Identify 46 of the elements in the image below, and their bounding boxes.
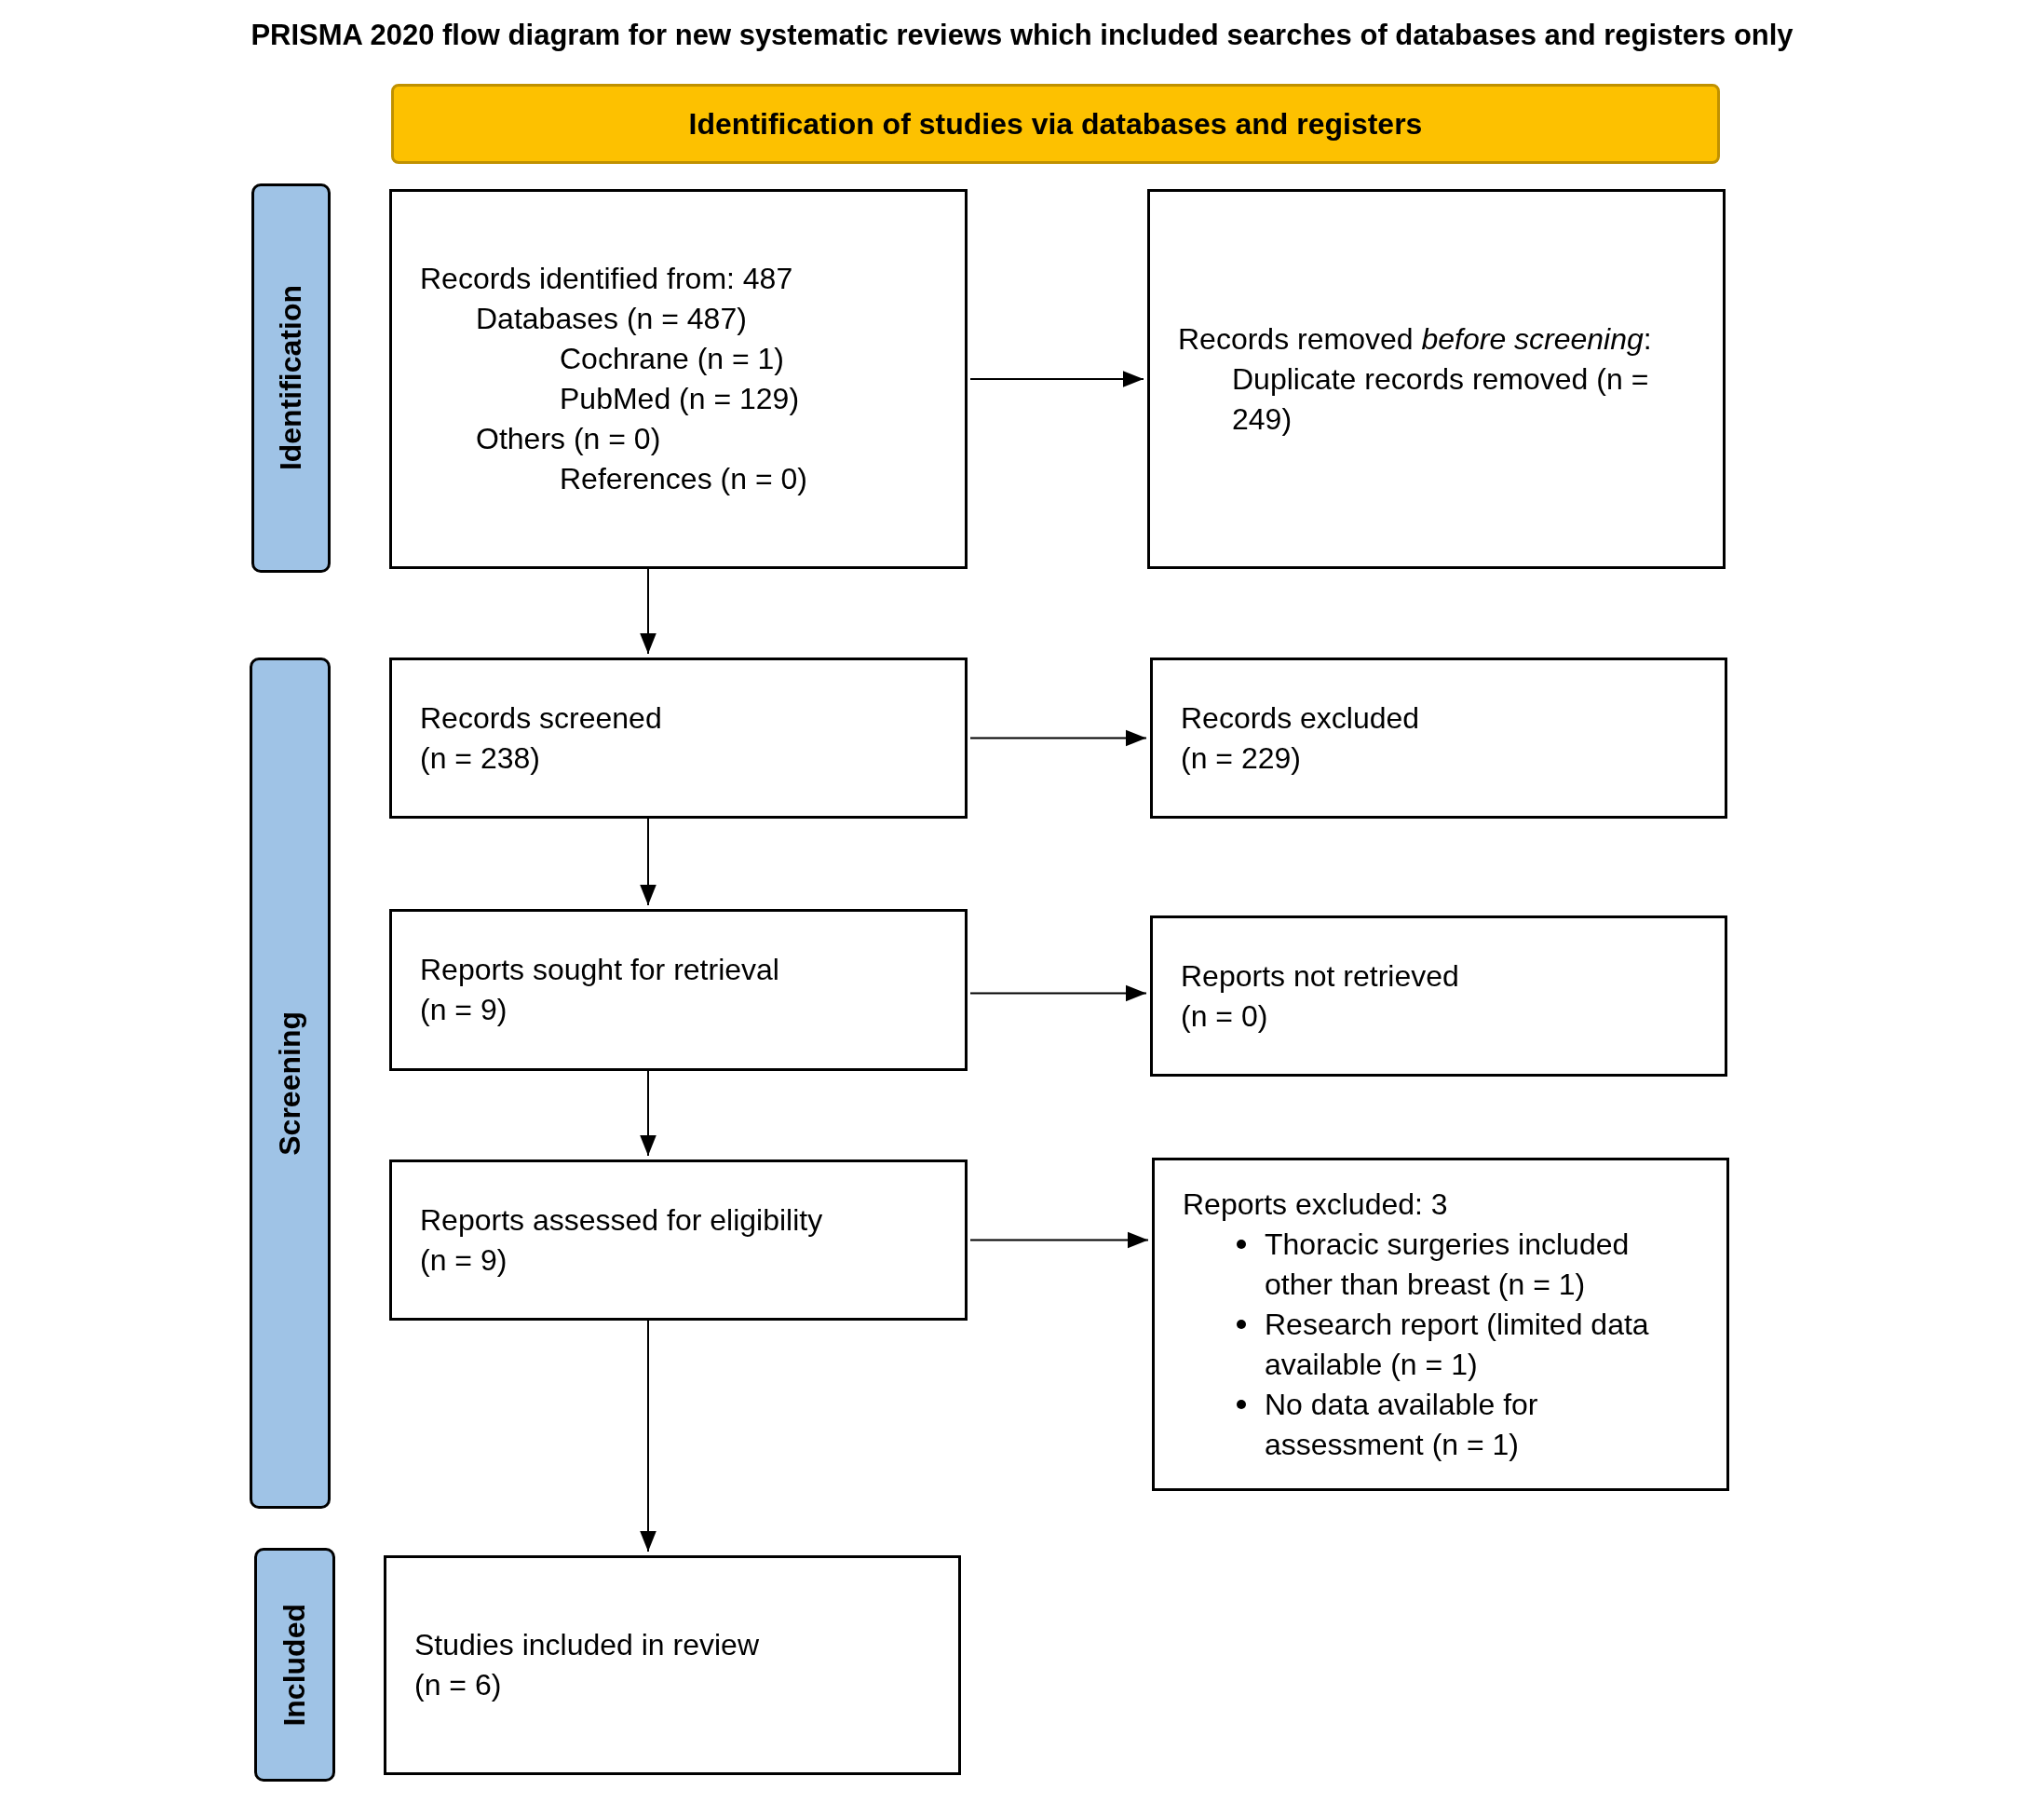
arrow (640, 1320, 657, 1553)
process-box (1147, 189, 1726, 569)
process-box (389, 189, 968, 569)
phase-bar: Screening (250, 658, 331, 1509)
diagram-title: PRISMA 2020 flow diagram for new systematic reviews which included searches of databases and registers only (250, 19, 1794, 52)
box-text: (n = 229) (1181, 739, 1302, 777)
bullet-item: Research report (limited data available (n = 1) (1183, 1304, 1699, 1385)
process-box (1150, 658, 1727, 819)
arrow (969, 729, 1147, 747)
box-text: References (n = 0) (559, 461, 808, 497)
box-text: Databases (n = 487) (475, 301, 748, 337)
process-box (384, 1555, 961, 1775)
phase-bar: Included (254, 1548, 335, 1782)
arrow (969, 371, 1144, 387)
box-text: (n = 238) (420, 739, 541, 777)
bullet-item: No data available for assessment (n = 1) (1183, 1384, 1699, 1465)
process-box (1150, 915, 1727, 1077)
arrow (640, 1070, 657, 1157)
bullet-item: Thoracic surgeries included other than breast (n = 1) (1183, 1224, 1699, 1305)
box-text: (n = 6) (414, 1667, 503, 1703)
box-text: Records removed before screening: (1178, 320, 1653, 358)
box-text: Records identified from: 487 (420, 261, 794, 297)
box-text: Reports excluded: 3 (1183, 1186, 1449, 1223)
process-box (389, 1159, 968, 1321)
arrow (969, 1231, 1149, 1249)
box-text: Reports not retrieved (1181, 957, 1460, 995)
process-box (389, 909, 968, 1071)
phase-bar: Identification (251, 183, 331, 573)
section-banner: Identification of studies via databases and registers (391, 84, 1720, 164)
box-text: Reports assessed for eligibility (420, 1201, 824, 1239)
box-text: (n = 9) (420, 992, 508, 1028)
box-text: Studies included in review (414, 1627, 760, 1663)
arrow (640, 818, 657, 906)
arrow (640, 568, 657, 655)
box-text: Reports sought for retrieval (420, 952, 780, 988)
arrow (969, 984, 1147, 1002)
process-box (389, 658, 968, 819)
box-text: PubMed (n = 129) (559, 381, 801, 417)
box-text: Records screened (420, 699, 663, 737)
box-text: Cochrane (n = 1) (559, 341, 785, 377)
process-box (1152, 1158, 1729, 1491)
box-text: Duplicate records removed (n = 249) (1231, 360, 1650, 438)
box-text: (n = 0) (1181, 997, 1269, 1035)
box-text: Records excluded (1181, 699, 1421, 737)
box-text: Others (n = 0) (475, 421, 662, 457)
box-text: (n = 9) (420, 1241, 508, 1279)
